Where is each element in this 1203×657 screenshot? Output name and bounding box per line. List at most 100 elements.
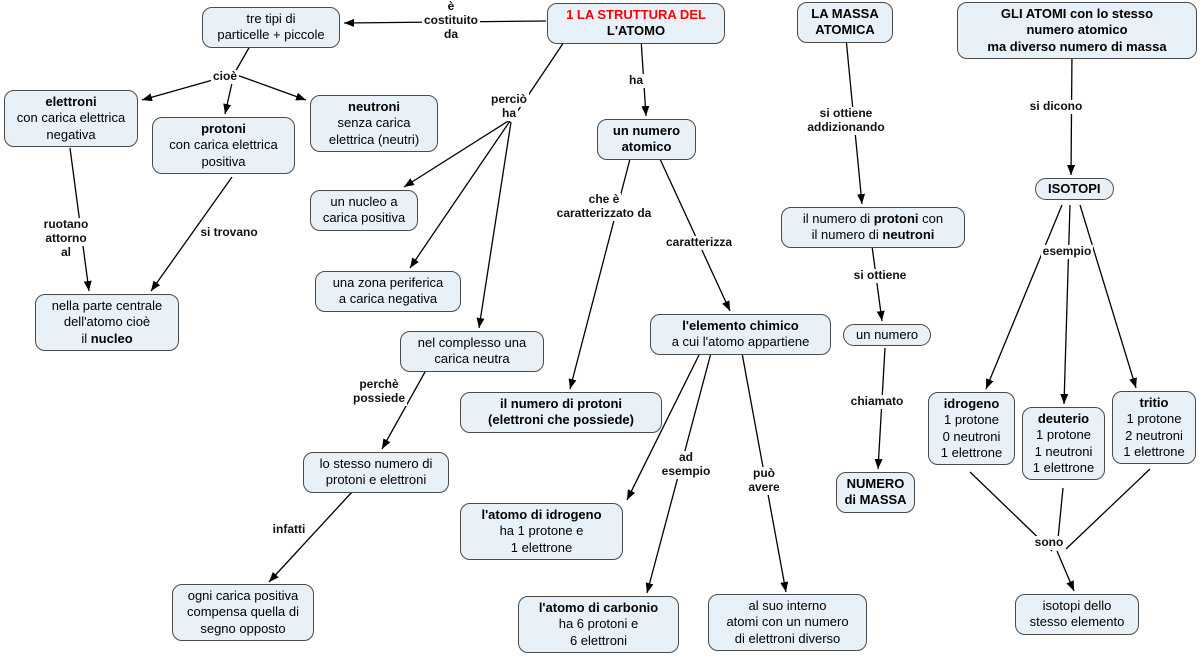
node-numero-di-massa[interactable]: NUMERO di MASSA — [836, 472, 915, 513]
node-zona-periferica[interactable]: una zona periferica a carica negativa — [315, 271, 461, 312]
label-line: possiede — [350, 390, 408, 406]
node-line: LA MASSA — [811, 6, 879, 21]
node-line: a carica negativa — [338, 291, 438, 307]
node-line: 1 elettrone — [510, 539, 573, 555]
node-line: con carica elettrica — [169, 137, 278, 153]
node-line: ha 6 protoni e — [558, 616, 639, 632]
link-label-sono[interactable]: sono — [1022, 535, 1076, 550]
link-label-cioe[interactable]: cioè — [196, 69, 254, 84]
node-line: un numero — [612, 123, 681, 138]
node-gli-atomi-stesso-numero[interactable]: GLI ATOMI con lo stesso numero atomico m… — [957, 2, 1197, 59]
node-un-numero-atomico[interactable]: un numero atomico — [597, 119, 696, 160]
node-carica-neutra[interactable]: nel complesso una carica neutra — [400, 331, 544, 372]
node-parte-centrale-nucleo[interactable]: nella parte centrale dell'atomo cioè il … — [35, 294, 179, 351]
node-tre-tipi-di-particelle[interactable]: tre tipi di particelle + piccole — [202, 7, 340, 48]
node-al-suo-interno[interactable]: al suo interno atomi con un numero di el… — [708, 594, 867, 651]
node-line: l'elemento chimico — [682, 318, 799, 333]
node-line: lo stesso numero di — [319, 456, 433, 471]
label-line: addizionando — [805, 119, 887, 135]
node-text: il numero di — [802, 211, 874, 226]
node-un-numero[interactable]: un numero — [843, 324, 932, 347]
node-line: compensa quella di — [186, 604, 300, 620]
node-elettroni[interactable]: elettroni con carica elettrica negativa — [4, 90, 138, 147]
node-nucleo-carica-positiva[interactable]: un nucleo a carica positiva — [310, 190, 418, 231]
label-line: perchè — [357, 377, 401, 392]
node-line: 2 neutroni — [1125, 427, 1183, 443]
link-label-chiamato[interactable]: chiamato — [836, 394, 918, 409]
link-label-infatti[interactable]: infatti — [260, 522, 318, 537]
link-label-ha[interactable]: ha — [615, 73, 657, 88]
node-line: negativa — [46, 126, 96, 142]
link-label-percio-ha[interactable]: perciò ha — [478, 92, 540, 121]
node-atomo-di-idrogeno[interactable]: l'atomo di idrogeno ha 1 protone e 1 ele… — [460, 503, 623, 560]
node-tritio[interactable]: tritio 1 protone 2 neutroni 1 elettrone — [1112, 391, 1196, 464]
node-protoni[interactable]: protoni con carica elettrica positiva — [152, 117, 295, 174]
node-isotopi-stesso-elemento[interactable]: isotopi dello stesso elemento — [1015, 594, 1139, 635]
node-line: ISOTOPI — [1048, 181, 1101, 196]
node-deuterio[interactable]: deuterio 1 protone 1 neutroni 1 elettron… — [1022, 407, 1105, 480]
node-line: il numero di protoni — [499, 396, 623, 411]
node-titolo-struttura-atomo[interactable]: 1 LA STRUTTURA DEL L'ATOMO — [547, 3, 725, 44]
node-stesso-numero-protoni-elettroni[interactable]: lo stesso numero di protoni e elettroni — [303, 452, 449, 493]
node-line: con carica elettrica — [16, 110, 126, 126]
node-neutroni[interactable]: neutroni senza carica elettrica (neutri) — [310, 95, 438, 152]
node-text: nucleo — [90, 330, 133, 346]
label-line: avere — [746, 479, 782, 495]
link-label-si-ottiene-addizionando[interactable]: si ottiene addizionando — [792, 106, 900, 135]
node-line: atomico — [621, 139, 672, 155]
node-elemento-chimico[interactable]: l'elemento chimico a cui l'atomo apparti… — [650, 314, 831, 355]
node-line: 1 elettrone — [1123, 443, 1185, 459]
link-label-si-dicono[interactable]: si dicono — [1012, 99, 1100, 114]
node-numero-di-protoni[interactable]: il numero di protoni (elettroni che poss… — [460, 392, 662, 433]
node-line: dell'atomo cioè — [63, 314, 151, 330]
label-line: chiamato — [848, 394, 906, 409]
node-text: protoni — [873, 211, 919, 226]
node-ogni-carica-compensa[interactable]: ogni carica positiva compensa quella di … — [172, 584, 314, 641]
link-label-ruotano-attorno-al[interactable]: ruotano attorno al — [28, 217, 104, 260]
label-line: si ottiene — [851, 268, 909, 283]
node-line: 1 protone — [1126, 411, 1182, 427]
node-line: nella parte centrale — [51, 298, 163, 313]
node-text: neutroni — [882, 227, 935, 243]
node-line: neutroni — [348, 99, 400, 114]
label-line: infatti — [270, 522, 308, 537]
label-line: esempio — [1040, 244, 1094, 259]
node-line: NUMERO — [846, 476, 905, 491]
link-label-ad-esempio[interactable]: ad esempio — [648, 450, 724, 479]
node-isotopi[interactable]: ISOTOPI — [1035, 178, 1114, 201]
arrow-percio-ha-to-carica-neutra — [476, 121, 512, 329]
label-line: da — [441, 26, 460, 42]
node-line: positiva — [201, 153, 246, 169]
link-label-caratterizza[interactable]: caratterizza — [648, 235, 750, 250]
node-line: il numero di protoni con — [789, 211, 957, 227]
label-line: caratterizza — [663, 235, 735, 250]
node-line: una zona periferica — [332, 275, 444, 290]
node-idrogeno[interactable]: idrogeno 1 protone 0 neutroni 1 elettron… — [928, 392, 1015, 465]
label-line: ruotano — [41, 217, 91, 232]
link-label-e-costituito-da[interactable]: è costituito da — [412, 0, 490, 42]
link-label-perche-possiede[interactable]: perchè possiede — [338, 377, 420, 406]
node-somma-protoni-neutroni[interactable]: il numero di protoni con il numero di ne… — [781, 207, 965, 248]
label-line: ad — [676, 450, 695, 465]
node-line: l'atomo di idrogeno — [481, 507, 602, 522]
node-line: 1 neutroni — [1034, 443, 1093, 459]
node-line: 1 protone — [1036, 427, 1091, 443]
link-label-si-ottiene[interactable]: si ottiene — [836, 268, 924, 283]
node-line: (elettroni che possiede) — [488, 412, 634, 428]
arrow-isotopi-to-idrogeno — [985, 204, 1063, 390]
node-atomo-di-carbonio[interactable]: l'atomo di carbonio ha 6 protoni e 6 ele… — [518, 596, 679, 653]
link-label-puo-avere[interactable]: può avere — [733, 466, 795, 495]
node-line: tre tipi di — [246, 11, 296, 26]
label-line: perciò — [488, 92, 529, 107]
link-label-che-e-caratterizzato-da[interactable]: che è caratterizzato da — [543, 192, 665, 221]
label-line: si trovano — [198, 225, 260, 240]
node-line: di MASSA — [844, 492, 907, 508]
node-la-massa-atomica[interactable]: LA MASSA ATOMICA — [797, 2, 893, 43]
node-line: elettroni — [45, 94, 97, 109]
node-line: GLI ATOMI con lo stesso — [1000, 6, 1154, 21]
node-line: atomi con un numero — [726, 614, 849, 630]
link-label-esempio[interactable]: esempio — [1028, 244, 1106, 259]
node-line: l'atomo di carbonio — [538, 600, 659, 615]
link-label-si-trovano[interactable]: si trovano — [186, 225, 272, 240]
node-line: carica positiva — [322, 210, 406, 226]
